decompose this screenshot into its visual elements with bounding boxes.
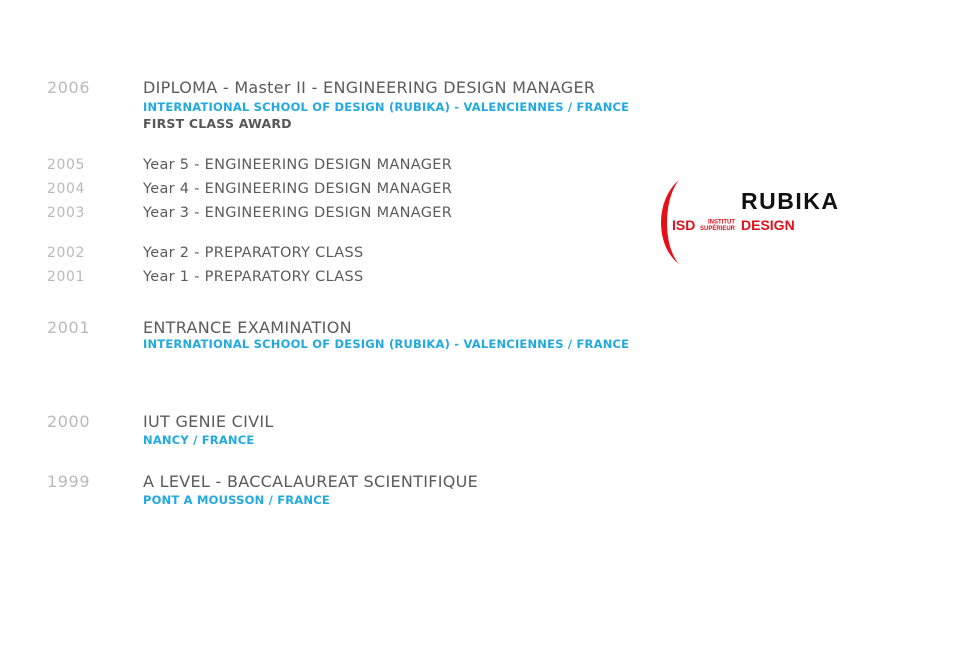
entry-school: INTERNATIONAL SCHOOL OF DESIGN (RUBIKA) … [143,337,630,351]
entry-year: 2000 [47,412,91,431]
logo-red-arc [661,180,679,264]
entry-school: INTERNATIONAL SCHOOL OF DESIGN (RUBIKA) … [143,100,630,114]
entry-title: A LEVEL - BACCALAUREAT SCIENTIFIQUE [143,472,479,491]
logo-rubika-wordmark: RUBIKA [741,188,839,214]
logo-superieur-text: SUPÉRIEUR [700,224,736,232]
entry-year: 2001 [47,269,86,285]
entry-location: PONT A MOUSSON / FRANCE [143,493,330,507]
entry-location: NANCY / FRANCE [143,433,255,447]
entry-year: 1999 [47,472,91,491]
rubika-isd-logo: RUBIKA ISD INSTITUT SUPÉRIEUR DESIGN [655,176,865,268]
entry-title: IUT GENIE CIVIL [143,412,274,431]
entry-year: 2002 [47,245,86,261]
entry-title: Year 5 - ENGINEERING DESIGN MANAGER [143,157,453,173]
entry-year: 2005 [47,157,86,173]
logo-design-text: DESIGN [741,217,795,233]
entry-title: DIPLOMA - Master II - ENGINEERING DESIGN… [143,78,596,97]
logo-isd-text: ISD [672,217,695,233]
entry-year: 2004 [47,181,86,197]
entry-year: 2003 [47,205,86,221]
logo-institut-text: INSTITUT [708,220,735,226]
entry-title: Year 4 - ENGINEERING DESIGN MANAGER [143,181,453,197]
entry-title: Year 1 - PREPARATORY CLASS [143,269,364,285]
entry-year: 2006 [47,78,91,97]
entry-title: ENTRANCE EXAMINATION [143,318,352,337]
entry-year: 2001 [47,318,91,337]
entry-title: Year 2 - PREPARATORY CLASS [143,245,364,261]
entry-award: FIRST CLASS AWARD [143,116,292,131]
entry-title: Year 3 - ENGINEERING DESIGN MANAGER [143,205,453,221]
